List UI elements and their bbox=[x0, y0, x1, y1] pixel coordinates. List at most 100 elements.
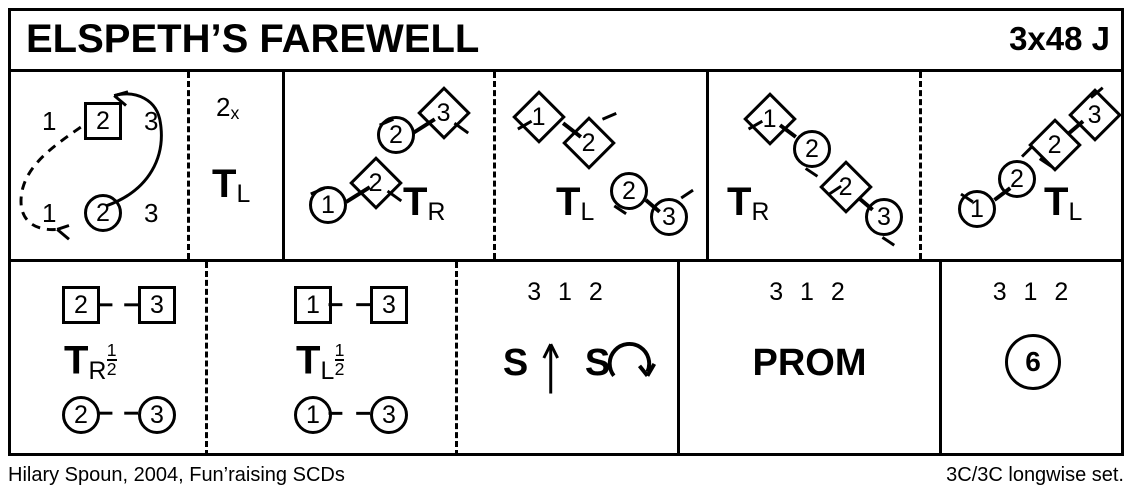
move-letter: T bbox=[296, 338, 321, 383]
move-label-set-advance: S bbox=[458, 344, 625, 382]
page-title: ELSPETH’S FAREWELL bbox=[26, 16, 480, 61]
dancer-number: 3 bbox=[1088, 100, 1102, 129]
dancer-number: 3 bbox=[382, 290, 396, 319]
dancer-number: 1 bbox=[306, 290, 320, 319]
pair-tick-lower-b bbox=[1020, 145, 1033, 158]
dancer-number: 2 bbox=[96, 106, 110, 135]
bar-cell-circle-six[interactable]: 3 1 2 6 bbox=[942, 262, 1124, 456]
repeat-count: 2 bbox=[216, 92, 231, 122]
dancer-number: 1 bbox=[532, 102, 546, 131]
bar-cell-turn-left-twice[interactable]: 2x TL bbox=[190, 72, 285, 259]
dancer-number: 1 bbox=[970, 194, 984, 223]
dancer-diamond-1: 1 bbox=[512, 90, 566, 144]
footer-set-type: 3C/3C longwise set. bbox=[946, 464, 1124, 486]
pair-tick-upper-b bbox=[601, 111, 617, 121]
move-label-turn-left: TL bbox=[556, 180, 594, 225]
move-label-turn-right: TR bbox=[403, 180, 445, 225]
bar-cell-promenade[interactable]: 3 1 2 PROM bbox=[680, 262, 942, 456]
dancer-diamond-2: 2 bbox=[819, 160, 873, 214]
bar-cell-diagonal-turn-left-b[interactable]: 1 2 2 3 TL bbox=[922, 72, 1124, 259]
dancer-number: 2 bbox=[839, 172, 853, 201]
move-letter: T bbox=[212, 162, 237, 206]
dancer-number: 2 bbox=[96, 198, 110, 227]
move-hand: L bbox=[580, 199, 595, 227]
move-letter: T bbox=[403, 180, 428, 224]
dancer-square-top-a: 1 bbox=[294, 286, 332, 324]
bars-row-1: 1 2 3 1 2 3 2x TL bbox=[8, 72, 1124, 262]
dancer-diamond-3: 3 bbox=[1068, 88, 1122, 142]
dancer-number: 3 bbox=[877, 202, 891, 231]
dancer-circle-3: 3 bbox=[650, 198, 688, 236]
position-label-top-1: 1 bbox=[42, 106, 57, 136]
dancer-circle-2: 2 bbox=[793, 130, 831, 168]
dancer-order: 3 1 2 bbox=[992, 278, 1074, 306]
dancer-circle-1: 1 bbox=[309, 186, 347, 224]
crib-frame bbox=[8, 8, 1124, 456]
move-letter: S bbox=[584, 342, 611, 384]
dancer-circle-bottom-b: 3 bbox=[138, 396, 176, 434]
dancer-diamond-2: 2 bbox=[562, 116, 616, 170]
dancer-square-top-b: 3 bbox=[370, 286, 408, 324]
dancer-number: 1 bbox=[321, 190, 335, 219]
dancer-square-top-b: 3 bbox=[138, 286, 176, 324]
dancer-number: 2 bbox=[74, 400, 88, 429]
pair-tick-lower-b bbox=[881, 236, 896, 247]
move-hand: R bbox=[88, 358, 107, 386]
dancer-circle-bottom-b: 3 bbox=[370, 396, 408, 434]
move-label-turn-left: TL bbox=[212, 162, 250, 207]
position-label-bottom-3: 3 bbox=[144, 198, 159, 228]
bar-cell-set-advance-set-turn[interactable]: 3 1 2 S S bbox=[458, 262, 680, 456]
move-label-turn-right: TR bbox=[727, 180, 769, 225]
bar-cell-diagonal-turn-left-a[interactable]: 1 2 2 3 TL bbox=[496, 72, 709, 259]
move-hand: R bbox=[427, 199, 446, 227]
pair-connectors bbox=[310, 117, 470, 204]
move-letter: S bbox=[502, 342, 529, 384]
dancer-diamond-3: 3 bbox=[417, 86, 471, 140]
dancer-number: 2 bbox=[805, 134, 819, 163]
repeat-suffix: x bbox=[230, 103, 240, 124]
dancer-square-2-top: 2 bbox=[84, 102, 122, 140]
bar-cell-diagonal-turn-right-b[interactable]: 1 2 2 3 TR bbox=[709, 72, 922, 259]
dancer-number: 3 bbox=[382, 400, 396, 429]
move-hand: L bbox=[236, 181, 251, 209]
dancer-circle-2: 2 bbox=[377, 116, 415, 154]
dancer-circle-2: 2 bbox=[998, 160, 1036, 198]
move-label-turn-left: TL bbox=[1044, 182, 1082, 225]
dance-meta: 3x48 J bbox=[1009, 20, 1110, 57]
dancer-diamond-1: 1 bbox=[743, 92, 797, 146]
dancer-number: 2 bbox=[1010, 164, 1024, 193]
bar-cell-figure-crossover[interactable]: 1 2 3 1 2 3 bbox=[8, 72, 190, 259]
position-label-top-3: 3 bbox=[144, 106, 159, 136]
dancer-circle-1: 1 bbox=[958, 190, 996, 228]
dashed-loop-arrowhead bbox=[56, 224, 70, 241]
dancer-number: 3 bbox=[662, 202, 676, 231]
dancer-circle-2: 2 bbox=[610, 172, 648, 210]
title-bar: ELSPETH’S FAREWELL 3x48 J bbox=[8, 8, 1124, 72]
dancer-order: 3 1 2 bbox=[527, 278, 608, 306]
move-label-set-turn: S bbox=[488, 342, 677, 384]
move-letter: T bbox=[727, 180, 752, 224]
footer: Hilary Spoun, 2004, Fun’raising SCDs 3C/… bbox=[8, 462, 1124, 488]
footer-credit: Hilary Spoun, 2004, Fun’raising SCDs bbox=[8, 464, 345, 486]
dancer-number: 3 bbox=[437, 98, 451, 127]
dancer-number: 2 bbox=[389, 120, 403, 149]
dancer-circle-bottom-a: 1 bbox=[294, 396, 332, 434]
dancer-number: 3 bbox=[150, 290, 164, 319]
dancer-number: 3 bbox=[150, 400, 164, 429]
dancer-circle-bottom-a: 2 bbox=[62, 396, 100, 434]
move-letter: T bbox=[556, 180, 581, 224]
dancer-circle-2-bottom: 2 bbox=[84, 194, 122, 232]
bar-cell-diagonal-turn-right-a[interactable]: 1 2 2 3 TR bbox=[285, 72, 496, 259]
dancer-number: 2 bbox=[1048, 130, 1062, 159]
dancer-number: 2 bbox=[369, 168, 383, 197]
position-label-bottom-1: 1 bbox=[42, 198, 57, 228]
dancer-number: 1 bbox=[306, 400, 320, 429]
circle-count: 6 bbox=[1025, 346, 1041, 377]
